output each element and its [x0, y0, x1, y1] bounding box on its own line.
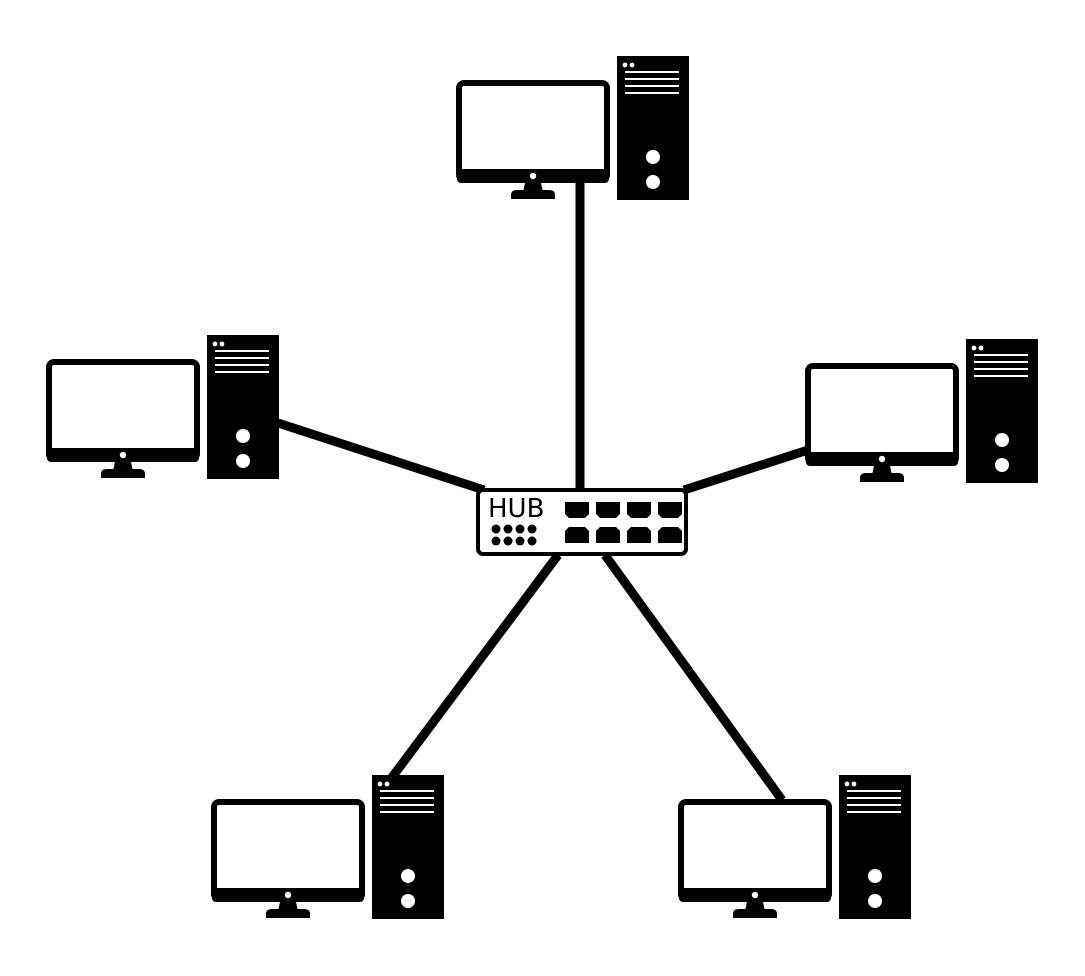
monitor-base-icon [511, 190, 555, 199]
tower-drive-slot [215, 357, 269, 359]
tower-drive-slot [847, 804, 901, 806]
tower-drive-slot [625, 92, 679, 94]
tower-drive-slot [847, 811, 901, 813]
tower-drive-slot [215, 364, 269, 366]
computer-top [456, 56, 689, 200]
hub-led-icon [491, 536, 501, 546]
monitor-stand-icon [745, 902, 765, 911]
computer-right [805, 339, 1038, 483]
tower-indicator-icon [629, 62, 635, 68]
ethernet-port-icon [627, 502, 651, 518]
tower-drive-slot [847, 790, 901, 792]
tower-button-icon [868, 869, 882, 883]
tower-drive-slot [847, 797, 901, 799]
ethernet-port-icon [596, 527, 620, 543]
monitor-icon [678, 799, 832, 902]
link-hub-to-computer-left [276, 418, 486, 495]
tower-drive-slot [380, 811, 434, 813]
hub-led-icon [503, 536, 513, 546]
tower-button-icon [646, 150, 660, 164]
tower-drive-slot [380, 790, 434, 792]
hub-label: HUB [488, 494, 544, 524]
tower-button-icon [401, 894, 415, 908]
hub-led-icon [515, 524, 525, 534]
monitor-base-icon [266, 909, 310, 918]
monitor-icon [805, 363, 959, 466]
tower-drive-slot [380, 804, 434, 806]
tower-button-icon [236, 454, 250, 468]
tower-drive-slot [215, 371, 269, 373]
ethernet-port-icon [596, 502, 620, 518]
monitor-stand-icon [278, 902, 298, 911]
power-led-icon [751, 891, 759, 899]
ethernet-port-icon [565, 502, 589, 518]
ethernet-port-icon [627, 527, 651, 543]
tower-drive-slot [625, 78, 679, 80]
tower-indicator-icon [622, 62, 628, 68]
hub-led-icon [527, 524, 537, 534]
tower-button-icon [868, 894, 882, 908]
tower-indicator-icon [219, 341, 225, 347]
monitor-icon [211, 799, 365, 902]
network-links [276, 183, 810, 803]
monitor-stand-icon [523, 183, 543, 192]
tower-indicator-icon [851, 781, 857, 787]
monitor-base-icon [733, 909, 777, 918]
tower-indicator-icon [377, 781, 383, 787]
monitor-stand-icon [113, 462, 133, 471]
tower-indicator-icon [384, 781, 390, 787]
ethernet-port-icon [658, 527, 682, 543]
tower-indicator-icon [212, 341, 218, 347]
network-hub-icon: HUB [476, 488, 688, 556]
tower-indicator-icon [971, 345, 977, 351]
tower-indicator-icon [978, 345, 984, 351]
computer-left [46, 335, 279, 479]
ethernet-port-icon [658, 502, 682, 518]
tower-button-icon [401, 869, 415, 883]
hub-led-icon [527, 536, 537, 546]
monitor-icon [46, 359, 200, 462]
link-hub-to-computer-bottom-right [601, 552, 786, 803]
tower-drive-slot [974, 368, 1028, 370]
tower-drive-slot [974, 375, 1028, 377]
monitor-base-icon [101, 469, 145, 478]
monitor-icon [456, 80, 610, 183]
hub-led-icon [515, 536, 525, 546]
link-hub-to-computer-bottom-left [386, 552, 562, 783]
tower-drive-slot [625, 85, 679, 87]
hub-ports [565, 502, 682, 543]
computer-bottom-right [678, 775, 911, 919]
link-hub-to-computer-right [682, 445, 810, 495]
hub-led-icon [491, 524, 501, 534]
ethernet-port-icon [565, 527, 589, 543]
tower-button-icon [236, 429, 250, 443]
power-led-icon [284, 891, 292, 899]
tower-indicator-icon [844, 781, 850, 787]
tower-drive-slot [974, 361, 1028, 363]
tower-drive-slot [974, 354, 1028, 356]
monitor-stand-icon [872, 466, 892, 475]
power-led-icon [878, 455, 886, 463]
hub-led-icon [503, 524, 513, 534]
monitor-base-icon [860, 473, 904, 482]
hub-status-leds [491, 524, 537, 546]
tower-button-icon [995, 458, 1009, 472]
tower-drive-slot [215, 350, 269, 352]
power-led-icon [529, 172, 537, 180]
tower-drive-slot [625, 71, 679, 73]
tower-drive-slot [380, 797, 434, 799]
tower-button-icon [995, 433, 1009, 447]
computer-bottom-left [211, 775, 444, 919]
power-led-icon [119, 451, 127, 459]
tower-button-icon [646, 175, 660, 189]
